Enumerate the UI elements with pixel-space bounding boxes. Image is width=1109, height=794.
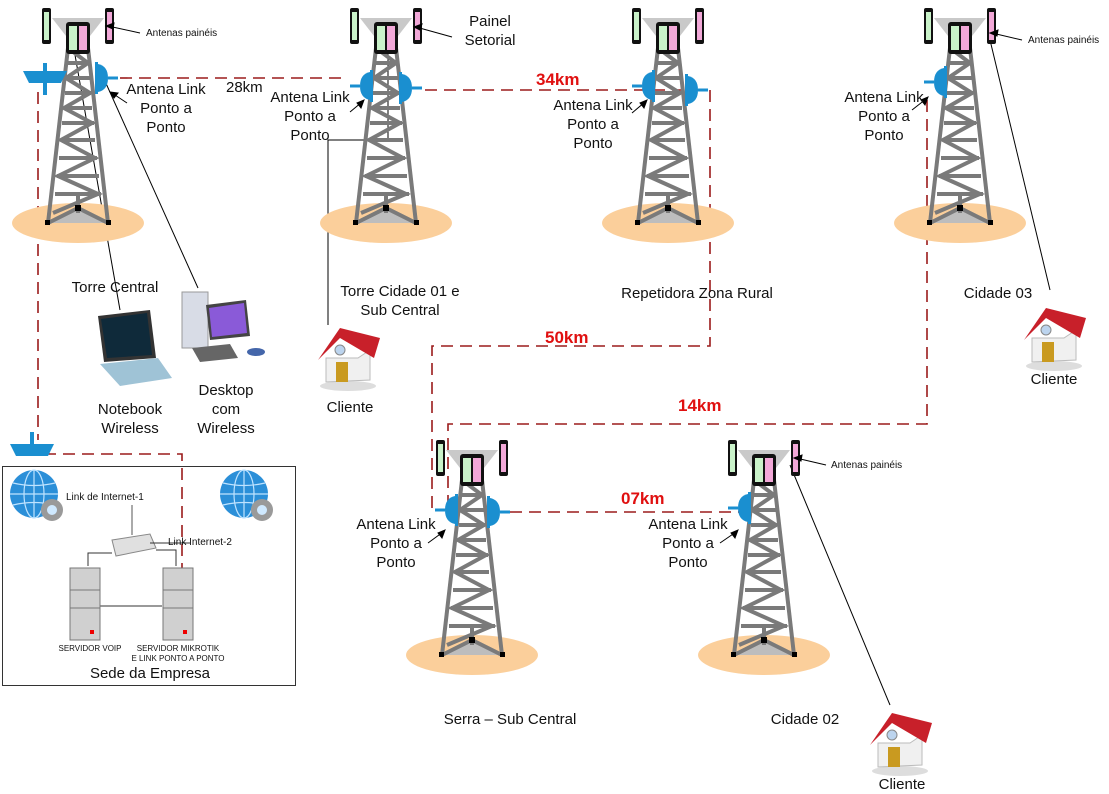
label-serra: Serra – Sub Central bbox=[443, 711, 577, 728]
distance-14km: 14km bbox=[678, 396, 722, 415]
painel-line-2: Setorial bbox=[464, 32, 516, 49]
house-icon-3 bbox=[869, 712, 933, 777]
house-icon-2 bbox=[1023, 307, 1087, 372]
dk-line-1: Desktop bbox=[198, 382, 254, 399]
label-cidade-03: Cidade 03 bbox=[963, 285, 1033, 302]
link-lines bbox=[37, 77, 928, 570]
distance-50km: 50km bbox=[545, 328, 589, 347]
sede-lines bbox=[87, 542, 190, 607]
link-sede-server bbox=[44, 453, 183, 570]
al-line-1: Antena Link bbox=[126, 81, 206, 98]
al-line-1: Antena Link bbox=[553, 97, 633, 114]
label-antenas-paineis-1: Antenas painéis bbox=[146, 28, 218, 39]
label-antenas-paineis-2: Antenas painéis bbox=[1028, 35, 1100, 46]
label-cliente-1: Cliente bbox=[326, 399, 374, 416]
mk-line-1: SERVIDOR MIKROTIK bbox=[136, 644, 220, 653]
al-line-3: Ponto bbox=[668, 554, 708, 571]
al-line-2: Ponto a bbox=[567, 116, 619, 133]
label-cidade-02: Cidade 02 bbox=[770, 711, 840, 728]
desktop-icon bbox=[181, 291, 265, 362]
label-repetidora: Repetidora Zona Rural bbox=[621, 285, 773, 302]
al-line-3: Ponto bbox=[864, 127, 904, 144]
dk-line-2: com bbox=[211, 401, 241, 418]
al-line-1: Antena Link bbox=[356, 516, 436, 533]
distance-07km: 07km bbox=[621, 489, 665, 508]
al-line-3: Ponto bbox=[376, 554, 416, 571]
al-line-3: Ponto bbox=[290, 127, 330, 144]
al-line-2: Ponto a bbox=[662, 535, 714, 552]
label-antenas-paineis-3: Antenas painéis bbox=[831, 460, 903, 471]
sede-box bbox=[2, 466, 296, 686]
label-painel-setorial: Painel Setorial bbox=[450, 12, 530, 50]
link-50km bbox=[431, 90, 711, 510]
label-sede-da-empresa: Sede da Empresa bbox=[89, 665, 211, 682]
link-14km bbox=[447, 100, 928, 510]
dish-antenna-icons bbox=[10, 60, 949, 530]
label-torre-central: Torre Central bbox=[71, 279, 159, 296]
router-icon bbox=[111, 505, 157, 557]
mk-line-2: E LINK PONTO A PONTO bbox=[131, 654, 225, 663]
nb-line-1: Notebook bbox=[97, 401, 163, 418]
arrows bbox=[104, 22, 1023, 544]
nb-line-2: Wireless bbox=[101, 420, 159, 437]
al-line-3: Ponto bbox=[573, 135, 613, 152]
label-link-internet-2: Link Internet-2 bbox=[168, 537, 232, 548]
notebook-icon bbox=[98, 310, 172, 386]
distance-28km: 28km bbox=[226, 79, 263, 96]
al-line-2: Ponto a bbox=[370, 535, 422, 552]
al-line-1: Antena Link bbox=[270, 89, 350, 106]
label-cliente-2: Cliente bbox=[1030, 371, 1078, 388]
al-line-2: Ponto a bbox=[140, 100, 192, 117]
dk-line-3: Wireless bbox=[197, 420, 255, 437]
al-line-3: Ponto bbox=[146, 119, 186, 136]
al-line-1: Antena Link bbox=[648, 516, 728, 533]
al-line-2: Ponto a bbox=[858, 108, 910, 125]
label-cliente-3: Cliente bbox=[878, 776, 926, 793]
label-torre-cidade-01: Torre Cidade 01 e Sub Central bbox=[340, 283, 460, 319]
label-link-internet-1: Link de Internet-1 bbox=[66, 492, 144, 503]
al-line-2: Ponto a bbox=[284, 108, 336, 125]
label-servidor-voip: SERVIDOR VOIP bbox=[58, 644, 122, 653]
al-line-1: Antena Link bbox=[844, 89, 924, 106]
distance-34km: 34km bbox=[536, 70, 580, 89]
painel-line-1: Painel bbox=[469, 13, 511, 30]
house-icon-1 bbox=[317, 327, 381, 392]
